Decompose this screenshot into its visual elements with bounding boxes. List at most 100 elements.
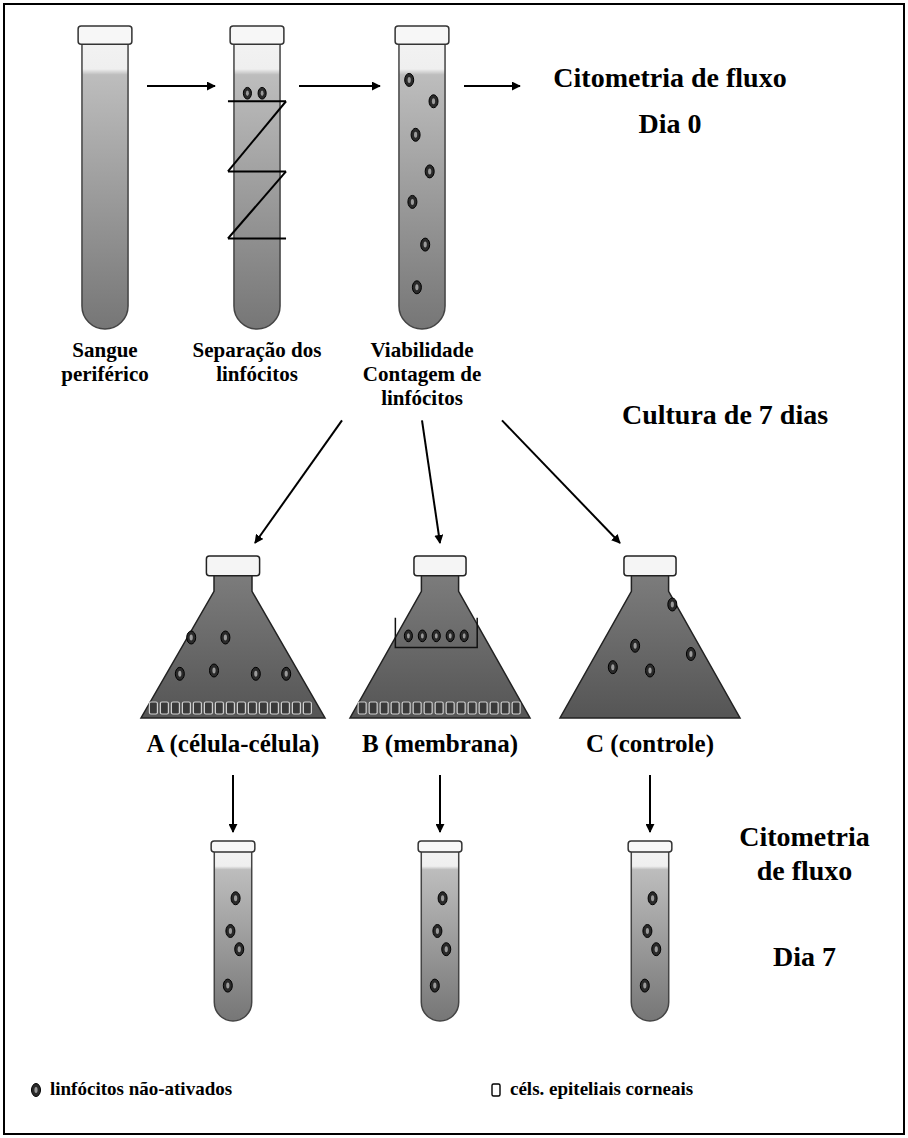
epithelial-cell-symbol: [149, 702, 157, 714]
separation-line: [228, 100, 286, 102]
step-heading: Citometria de fluxo: [530, 62, 810, 94]
lymphocyte-symbol: [686, 648, 695, 661]
tube-cap: [230, 26, 284, 44]
lymphocyte-nucleus: [190, 635, 193, 641]
lymphocyte-nucleus: [254, 671, 257, 677]
lymphocyte-symbol: [608, 661, 617, 674]
flask-cap: [206, 556, 259, 576]
flask-cap: [624, 556, 676, 576]
lymphocyte-symbol: [460, 630, 468, 642]
lymphocyte-nucleus: [643, 983, 646, 989]
node-label: A (célula-célula): [118, 730, 348, 759]
epithelial-cell-symbol: [237, 702, 245, 714]
epithelial-cell-symbol: [204, 702, 212, 714]
lymphocyte-symbol: [446, 630, 454, 642]
lymphocyte-nucleus: [226, 983, 229, 989]
flow-arrow: [147, 85, 215, 87]
epithelial-cell-symbol: [160, 702, 168, 714]
epithelial-cell-symbol: [358, 702, 366, 714]
epithelial-cell-symbol: [512, 702, 520, 714]
lymphocyte-symbol: [32, 1084, 41, 1097]
lymphocyte-symbol: [442, 943, 451, 956]
hatch-line: [228, 101, 286, 171]
lymphocyte-symbol: [243, 87, 251, 99]
lymphocyte-symbol: [221, 631, 230, 644]
lymphocyte-symbol: [235, 943, 244, 956]
lymphocyte-symbol: [226, 925, 235, 938]
epithelial-cell-symbol: [259, 702, 267, 714]
epithelial-cell-symbol: [292, 702, 300, 714]
lymphocyte-nucleus: [655, 946, 658, 952]
flow-arrow: [649, 775, 651, 832]
lymphocyte-symbol: [631, 639, 640, 652]
small-test-tube: [211, 841, 255, 1021]
lymphocyte-nucleus: [449, 633, 452, 638]
lymphocyte-nucleus: [441, 895, 444, 901]
epithelial-cell-symbol: [248, 702, 256, 714]
lymphocyte-nucleus: [424, 242, 427, 248]
epithelial-cell-symbol: [193, 702, 201, 714]
epithelial-cell-symbol: [479, 702, 487, 714]
separation-line: [228, 238, 286, 240]
lymphocyte-nucleus: [224, 635, 227, 641]
lymphocyte-symbol: [652, 943, 661, 956]
lymphocyte-nucleus: [407, 633, 410, 638]
tube-cap: [395, 26, 449, 44]
tube-body: [631, 851, 668, 1021]
flow-arrow: [422, 420, 440, 543]
lymphocyte-symbol: [643, 925, 652, 938]
flask-body: [141, 575, 325, 718]
lymphocyte-nucleus: [689, 651, 692, 657]
lymphocyte-nucleus: [463, 633, 466, 638]
lymphocyte-symbol: [404, 630, 412, 642]
culture-flask-node: C (controle): [545, 555, 755, 759]
tube-body: [82, 43, 128, 329]
step-heading: Citometria de fluxo: [722, 820, 887, 887]
lymphocyte-symbol: [646, 664, 655, 677]
tube-body: [421, 851, 458, 1021]
test-tube-node: Separação dos linfócitos: [182, 25, 332, 386]
epithelial-cell-symbol: [226, 702, 234, 714]
lymphocyte-nucleus: [212, 668, 215, 674]
lymphocyte-nucleus: [414, 132, 417, 138]
lymphocyte-nucleus: [408, 77, 411, 83]
lymphocyte-nucleus: [611, 664, 614, 670]
lymphocyte-symbol: [411, 128, 420, 141]
lymphocyte-symbol: [429, 95, 438, 108]
culture-label: Cultura de 7 dias: [600, 398, 850, 432]
epithelial-cell-symbol: [424, 702, 432, 714]
epithelial-cell-symbol: [501, 702, 509, 714]
epithelial-cell-symbol: [457, 702, 465, 714]
epithelial-cell-symbol: [413, 702, 421, 714]
lymphocyte-nucleus: [421, 633, 424, 638]
culture-flask-node: A (célula-célula): [118, 555, 348, 759]
lymphocyte-symbol: [430, 979, 439, 992]
separation-line: [228, 170, 286, 172]
node-label: Separação dos linfócitos: [182, 338, 332, 386]
tube-body: [214, 851, 251, 1021]
test-tube-shape: [73, 25, 137, 330]
lymphocyte-nucleus: [229, 928, 232, 934]
lymphocyte-nucleus: [261, 91, 264, 96]
lymphocyte-symbol: [282, 667, 291, 680]
test-tube-node: Viabilidade Contagem de linfócitos: [347, 25, 497, 410]
flow-arrow: [502, 420, 620, 543]
hatch-line: [228, 171, 286, 238]
lymphocyte-symbol: [258, 87, 266, 99]
step-text-node: Citometria de fluxoDia 0: [530, 62, 810, 140]
node-label: C (controle): [545, 730, 755, 759]
culture-flask-shape: [557, 555, 743, 720]
lymphocyte-nucleus: [432, 98, 435, 104]
lymphocyte-nucleus: [634, 643, 637, 649]
lymphocyte-symbol: [438, 892, 447, 905]
epithelial-cell-symbol: [446, 702, 454, 714]
legend-symbol: [488, 1080, 504, 1100]
lymphocyte-nucleus: [246, 91, 249, 96]
lymphocyte-symbol: [187, 631, 196, 644]
test-tube-node: Sangue periférico: [30, 25, 180, 386]
lymphocyte-symbol: [425, 165, 434, 178]
epithelial-cell-symbol: [369, 702, 377, 714]
legend-text: linfócitos não-ativados: [50, 1078, 232, 1100]
lymphocyte-symbol: [648, 892, 657, 905]
